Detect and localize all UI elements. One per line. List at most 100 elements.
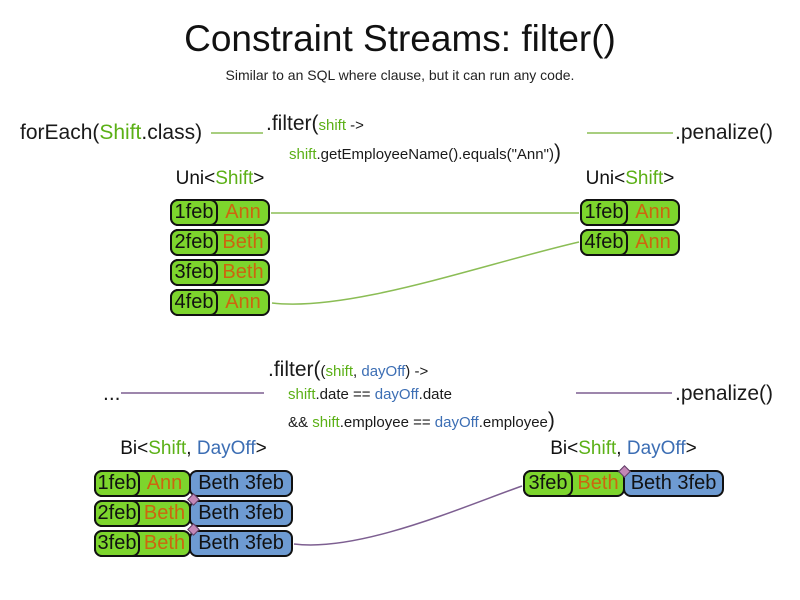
dayoff-cell: Beth 3feb: [189, 470, 293, 497]
shift-row: 4feb Ann: [580, 229, 680, 256]
bi-row: 1feb Ann Beth 3feb: [94, 470, 293, 497]
header-text: >: [255, 438, 267, 459]
code-penalize-mid: .penalize(): [675, 382, 774, 405]
shift-date-cell: 2feb: [170, 229, 218, 256]
shift-name-cell: Ann: [225, 201, 261, 223]
header-text: ,: [616, 438, 627, 459]
header-type-shift: Shift: [578, 438, 617, 459]
code-text: .filter(: [266, 112, 319, 135]
page-subtitle: Similar to an SQL where clause, but it c…: [225, 67, 575, 83]
code-penalize-top: .penalize(): [675, 121, 774, 144]
shift-name-cell: Ann: [225, 291, 261, 313]
shift-name-cell: Beth: [143, 502, 186, 524]
code-filter-top: .filter(shift -> shift.getEmployeeName()…: [266, 111, 561, 165]
dayoff-cell: Beth 3feb: [623, 470, 724, 497]
uni-left-header: Uni<Shift>: [170, 168, 270, 190]
code-text: .date: [418, 386, 453, 403]
uni-right-header: Uni<Shift>: [580, 168, 680, 190]
code-text: .class): [141, 121, 203, 144]
code-filter-mid-line1: .filter((shift, dayOff) ->: [268, 357, 555, 382]
dayoff-cell: Beth 3feb: [189, 530, 293, 557]
header-text: >: [253, 168, 265, 189]
shift-row: 1feb Ann: [170, 199, 270, 226]
code-filter-mid: .filter((shift, dayOff) -> shift.date ==…: [268, 357, 555, 433]
header-type-dayoff: DayOff: [196, 438, 256, 459]
code-filter-top-line1: .filter(shift ->: [266, 111, 561, 136]
code-param-dayoff: dayOff: [374, 386, 419, 403]
code-param-shift: shift: [312, 414, 340, 431]
header-type-shift: Shift: [625, 168, 664, 189]
shift-row: 4feb Ann: [170, 289, 270, 316]
code-param-shift: shift: [318, 117, 347, 134]
shift-date-cell: 1feb: [94, 470, 140, 497]
shift-name-cell: Ann: [635, 231, 671, 253]
code-arrow: ->: [410, 363, 429, 380]
shift-name-cell: Beth: [222, 261, 264, 283]
shift-date-cell: 4feb: [170, 289, 218, 316]
code-text: .date ==: [315, 386, 375, 403]
header-type-shift: Shift: [148, 438, 187, 459]
connector-row-4feb: [271, 241, 580, 305]
shift-name-cell: Ann: [146, 472, 183, 494]
shift-date-cell: 4feb: [580, 229, 628, 256]
bi-right-header: Bi<Shift, DayOff>: [523, 438, 724, 460]
code-param-shift: shift: [288, 386, 316, 403]
code-arrow: ->: [346, 117, 364, 134]
shift-date-cell: 1feb: [580, 199, 628, 226]
code-param-dayoff: dayOff: [434, 414, 479, 431]
dayoff-cell: Beth 3feb: [189, 500, 293, 527]
header-text: ,: [186, 438, 197, 459]
code-param-shift: shift: [289, 146, 317, 163]
shift-name-cell: Beth: [222, 231, 264, 253]
shift-date-cell: 3feb: [523, 470, 573, 497]
code-text: forEach(: [20, 121, 100, 144]
code-text: ,: [353, 363, 362, 380]
code-filter-mid-line2: shift.date == dayOff.date: [288, 385, 555, 404]
shift-part: 1feb Ann: [94, 470, 191, 497]
code-class-shift: Shift: [99, 121, 142, 144]
header-text: >: [663, 168, 675, 189]
header-text: >: [685, 438, 697, 459]
code-text: .getEmployeeName().equals("Ann"): [316, 146, 554, 163]
bi-left-header: Bi<Shift, DayOff>: [94, 438, 293, 460]
code-text: .filter(: [268, 358, 321, 381]
code-param-shift: shift: [325, 363, 354, 380]
code-text: (: [320, 363, 326, 380]
shift-date-cell: 2feb: [94, 500, 140, 527]
header-type-dayoff: DayOff: [626, 438, 686, 459]
shift-date-cell: 1feb: [170, 199, 218, 226]
code-param-dayoff: dayOff: [361, 363, 406, 380]
code-text: ): [405, 363, 411, 380]
code-filter-top-line2: shift.getEmployeeName().equals("Ann")): [289, 140, 561, 165]
code-filter-mid-line3: && shift.employee == dayOff.employee): [288, 408, 555, 433]
header-text: Bi<: [550, 438, 579, 459]
header-text: Bi<: [120, 438, 149, 459]
code-close-paren: ): [553, 141, 561, 164]
code-text: .employee ==: [339, 414, 435, 431]
header-text: Uni<: [175, 168, 216, 189]
code-text: &&: [288, 414, 313, 431]
code-foreach: forEach(Shift.class): [20, 120, 202, 145]
header-type-shift: Shift: [215, 168, 254, 189]
code-ellipsis: ...: [103, 382, 121, 405]
connector-bi-row: [293, 485, 523, 546]
code-close-paren: ): [547, 409, 555, 432]
shift-date-cell: 3feb: [94, 530, 140, 557]
page-title: Constraint Streams: filter(): [184, 18, 616, 59]
shift-name-cell: Beth: [143, 532, 186, 554]
code-text: .employee: [478, 414, 548, 431]
shift-name-cell: Beth: [577, 472, 619, 494]
shift-date-cell: 3feb: [170, 259, 218, 286]
